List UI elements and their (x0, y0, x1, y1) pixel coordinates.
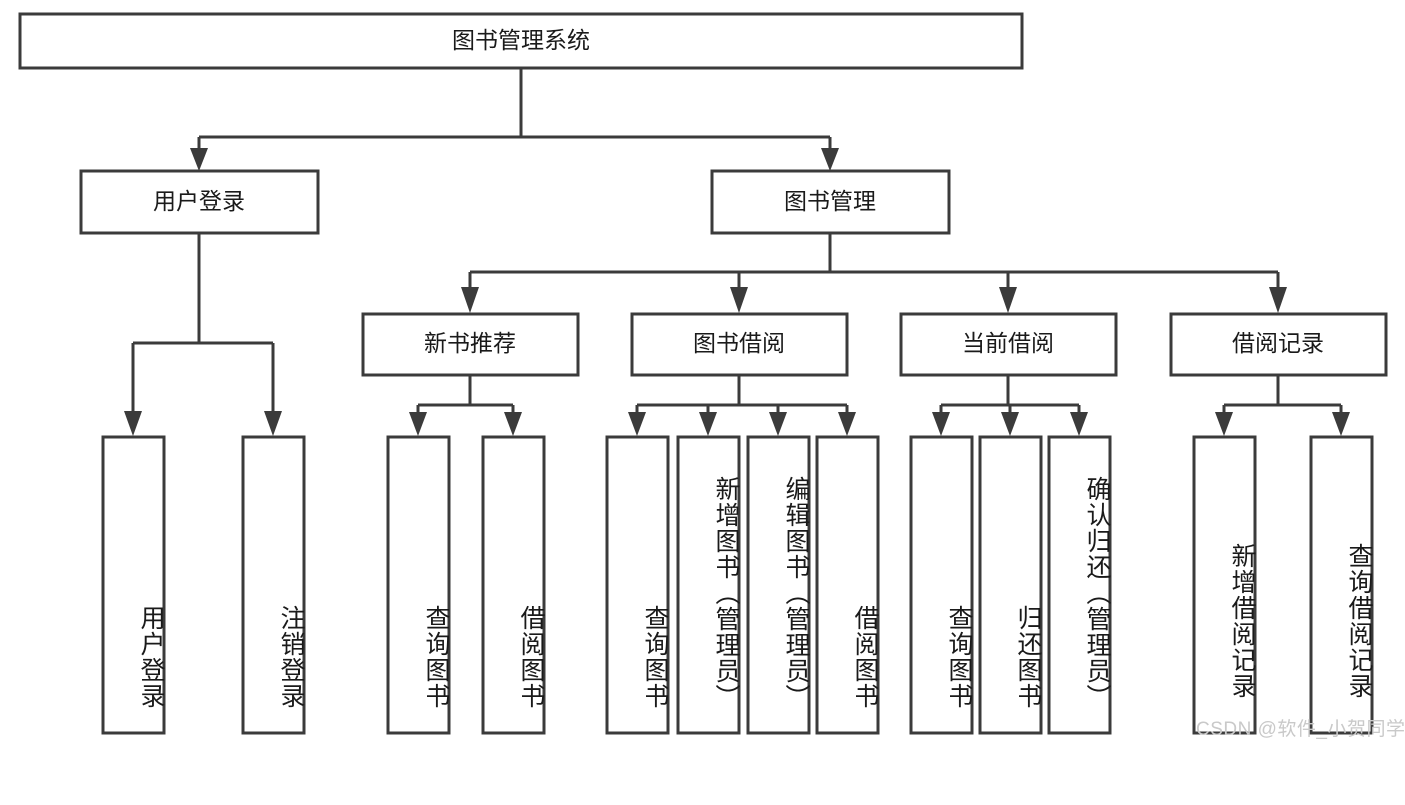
arrow-head-leaf-logout (264, 411, 282, 436)
org-chart-diagram: 图书管理系统 用户登录 图书管理 新书推荐 图书借阅 当前借阅 借阅记录 用户登… (18, 12, 1405, 740)
node-user-login-label: 用户登录 (153, 188, 245, 214)
node-leaf-logout[interactable] (241, 435, 306, 735)
arrow-head-current-borrow (999, 287, 1017, 313)
node-current-borrow[interactable] (899, 312, 1118, 377)
node-user-login[interactable] (79, 169, 320, 235)
arrow-head-book-management (821, 148, 839, 171)
arrow-head-leaf-edit-book (769, 412, 787, 436)
node-new-book-recommend[interactable] (361, 312, 580, 377)
node-leaf-query-book-3[interactable] (909, 435, 974, 735)
node-leaf-query-book-1[interactable] (386, 435, 451, 735)
node-borrow-record[interactable] (1169, 312, 1388, 377)
node-book-management[interactable] (710, 169, 951, 235)
node-leaf-borrow-book-1[interactable] (481, 435, 546, 735)
arrow-head-book-borrow (730, 287, 748, 313)
node-current-borrow-label: 当前借阅 (962, 330, 1054, 356)
arrow-head-leaf-confirm-return (1070, 412, 1088, 436)
diagram-canvas: 图书管理系统 用户登录 图书管理 新书推荐 图书借阅 当前借阅 借阅记录 (18, 12, 1388, 735)
arrow-head-leaf-add-record (1215, 412, 1233, 436)
connector-layer (124, 69, 1350, 436)
arrow-head-leaf-query-book-3 (932, 412, 950, 436)
node-leaf-query-record[interactable] (1309, 435, 1374, 735)
arrow-head-leaf-borrow-book-1 (504, 412, 522, 436)
node-layer (18, 12, 1388, 735)
node-root[interactable] (18, 12, 1024, 70)
arrow-head-leaf-return-book (1001, 412, 1019, 436)
node-leaf-return-book[interactable] (978, 435, 1043, 735)
node-leaf-borrow-book-2[interactable] (815, 435, 880, 735)
arrow-head-leaf-borrow-book-2 (838, 412, 856, 436)
node-borrow-record-label: 借阅记录 (1232, 330, 1324, 356)
arrow-head-leaf-add-book (699, 412, 717, 436)
arrow-head-leaf-query-book-1 (409, 412, 427, 436)
node-root-label: 图书管理系统 (452, 27, 590, 53)
node-leaf-user-login[interactable] (101, 435, 166, 735)
node-leaf-confirm-return[interactable] (1047, 435, 1112, 735)
node-leaf-add-book[interactable] (676, 435, 741, 735)
arrow-head-leaf-query-book-2 (628, 412, 646, 436)
node-leaf-query-book-2[interactable] (605, 435, 670, 735)
arrow-head-leaf-user-login (124, 411, 142, 436)
node-book-management-label: 图书管理 (784, 188, 876, 214)
arrow-head-new-book-recommend (461, 287, 479, 313)
arrow-head-borrow-record (1269, 287, 1287, 313)
node-leaf-edit-book[interactable] (746, 435, 811, 735)
node-new-book-recommend-label: 新书推荐 (424, 330, 516, 356)
arrow-head-user-login (190, 148, 208, 171)
node-leaf-add-record[interactable] (1192, 435, 1257, 735)
node-book-borrow[interactable] (630, 312, 849, 377)
arrow-head-leaf-query-record (1332, 412, 1350, 436)
horizontal-label-layer: 图书管理系统 用户登录 图书管理 新书推荐 图书借阅 当前借阅 借阅记录 (153, 27, 1324, 356)
csdn-watermark: CSDN @软件_小贺同学 (1196, 719, 1405, 740)
node-book-borrow-label: 图书借阅 (693, 330, 785, 356)
